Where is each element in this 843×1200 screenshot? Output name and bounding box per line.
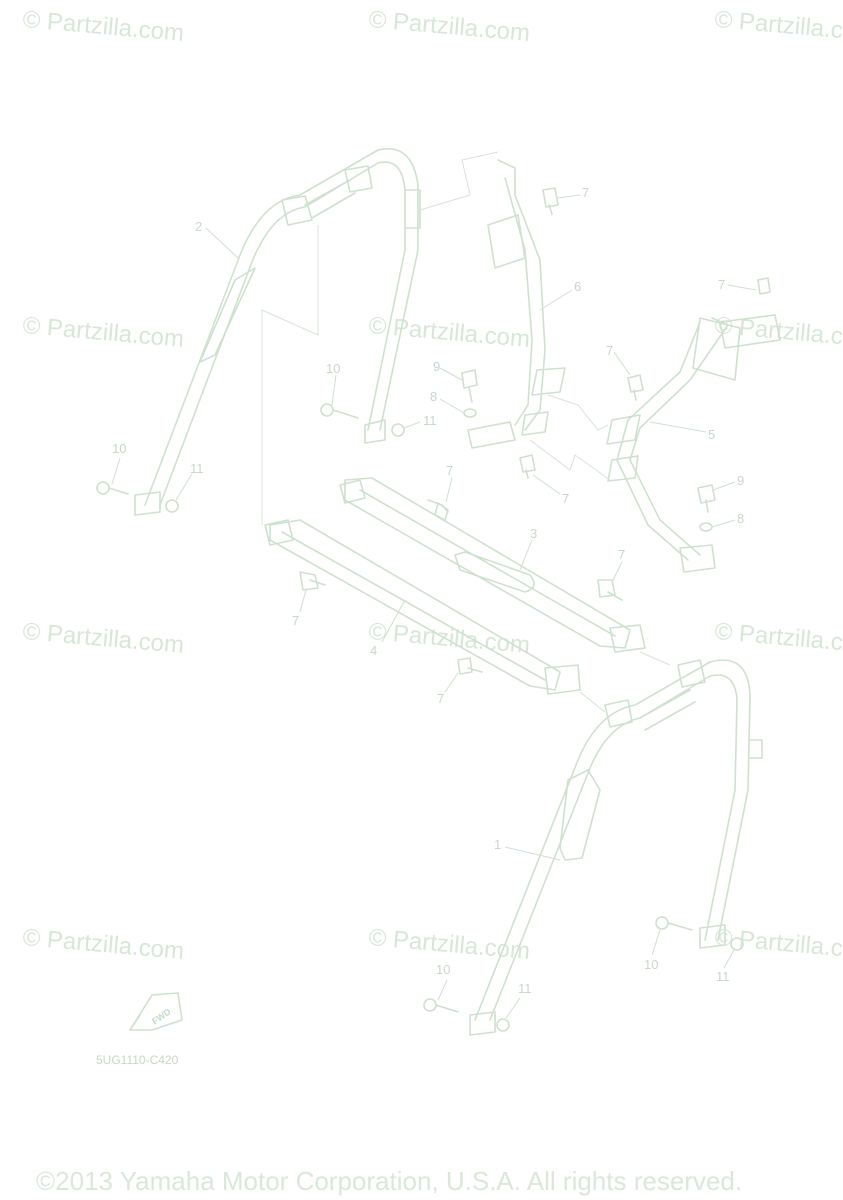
callout-7: 7 (562, 491, 570, 506)
part-6-stay-left (467, 159, 566, 449)
callout-7: 7 (582, 185, 590, 200)
callout-2: 2 (195, 219, 203, 234)
callout-7: 7 (606, 343, 614, 358)
callout-9: 9 (737, 473, 745, 488)
part-5-stay-right (606, 314, 781, 573)
callout-3: 3 (530, 526, 538, 541)
diagram-code: 5UG1110-C420 (96, 1053, 179, 1067)
fwd-arrow-icon (129, 992, 183, 1031)
callout-7: 7 (618, 547, 626, 562)
callout-11: 11 (423, 413, 437, 428)
assembly-lines (261, 151, 671, 713)
callout-10: 10 (112, 441, 127, 456)
part-1-roll-bar-front (469, 659, 763, 1036)
callout-6: 6 (574, 279, 582, 294)
callout-7: 7 (437, 691, 445, 706)
part-2-roll-bar-rear (134, 148, 421, 516)
callout-11: 11 (518, 981, 532, 996)
part-3-cross-bar-upper (339, 477, 646, 653)
copyright-notice: ©2013 Yamaha Motor Corporation, U.S.A. A… (36, 1166, 743, 1196)
callout-7: 7 (292, 613, 300, 628)
callout-8: 8 (737, 511, 745, 526)
callout-10: 10 (436, 962, 451, 977)
callout-7: 7 (718, 277, 726, 292)
fastener-group (96, 187, 771, 1032)
callout-11: 11 (190, 461, 204, 476)
callout-11: 11 (716, 969, 730, 984)
callout-7: 7 (446, 463, 454, 478)
part-4-cross-bar-lower (264, 519, 581, 695)
callout-10: 10 (644, 957, 659, 972)
callout-1: 1 (494, 837, 502, 852)
callout-5: 5 (708, 427, 716, 442)
callout-10: 10 (326, 361, 341, 376)
leader-lines (111, 194, 757, 1019)
callout-9: 9 (433, 359, 441, 374)
callout-8: 8 (430, 389, 438, 404)
callout-4: 4 (370, 643, 378, 658)
